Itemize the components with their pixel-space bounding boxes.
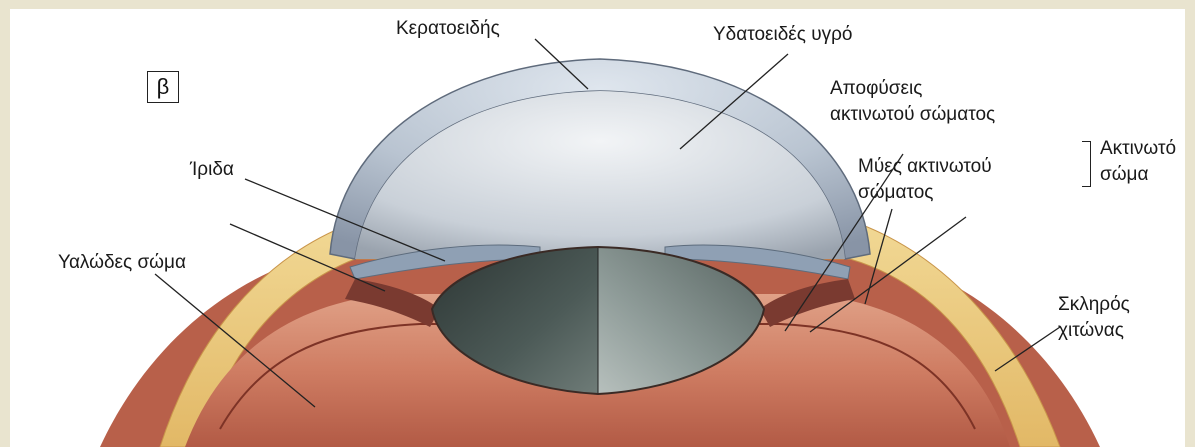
label-ciliary-processes-line2: ακτινωτού σώματος [830,103,995,127]
label-aqueous-humor: Υδατοειδές υγρό [713,23,852,47]
label-ciliary-processes-line1: Αποφύσεις [830,77,922,101]
label-sclera-line2: χιτώνας [1058,319,1124,343]
ciliary-body-bracket [1082,141,1091,187]
label-vitreous-body: Υαλώδες σώμα [58,251,186,275]
label-ciliary-body-line1: Ακτινωτό [1100,137,1176,161]
label-iris: Ίριδα [190,158,234,182]
label-ciliary-muscles-line1: Μύες ακτινωτού [858,155,992,179]
label-ciliary-muscles-line2: σώματος [858,181,933,205]
label-cornea: Κερατοειδής [396,17,500,41]
label-ciliary-body-line2: σώμα [1100,163,1149,187]
panel-letter: β [147,71,179,103]
eye-cross-section-diagram [10,9,1185,447]
label-sclera-line1: Σκληρός [1058,293,1130,317]
figure-frame: β Κερατοειδής Υδατοειδές υγρό Αποφύσεις … [10,9,1185,447]
